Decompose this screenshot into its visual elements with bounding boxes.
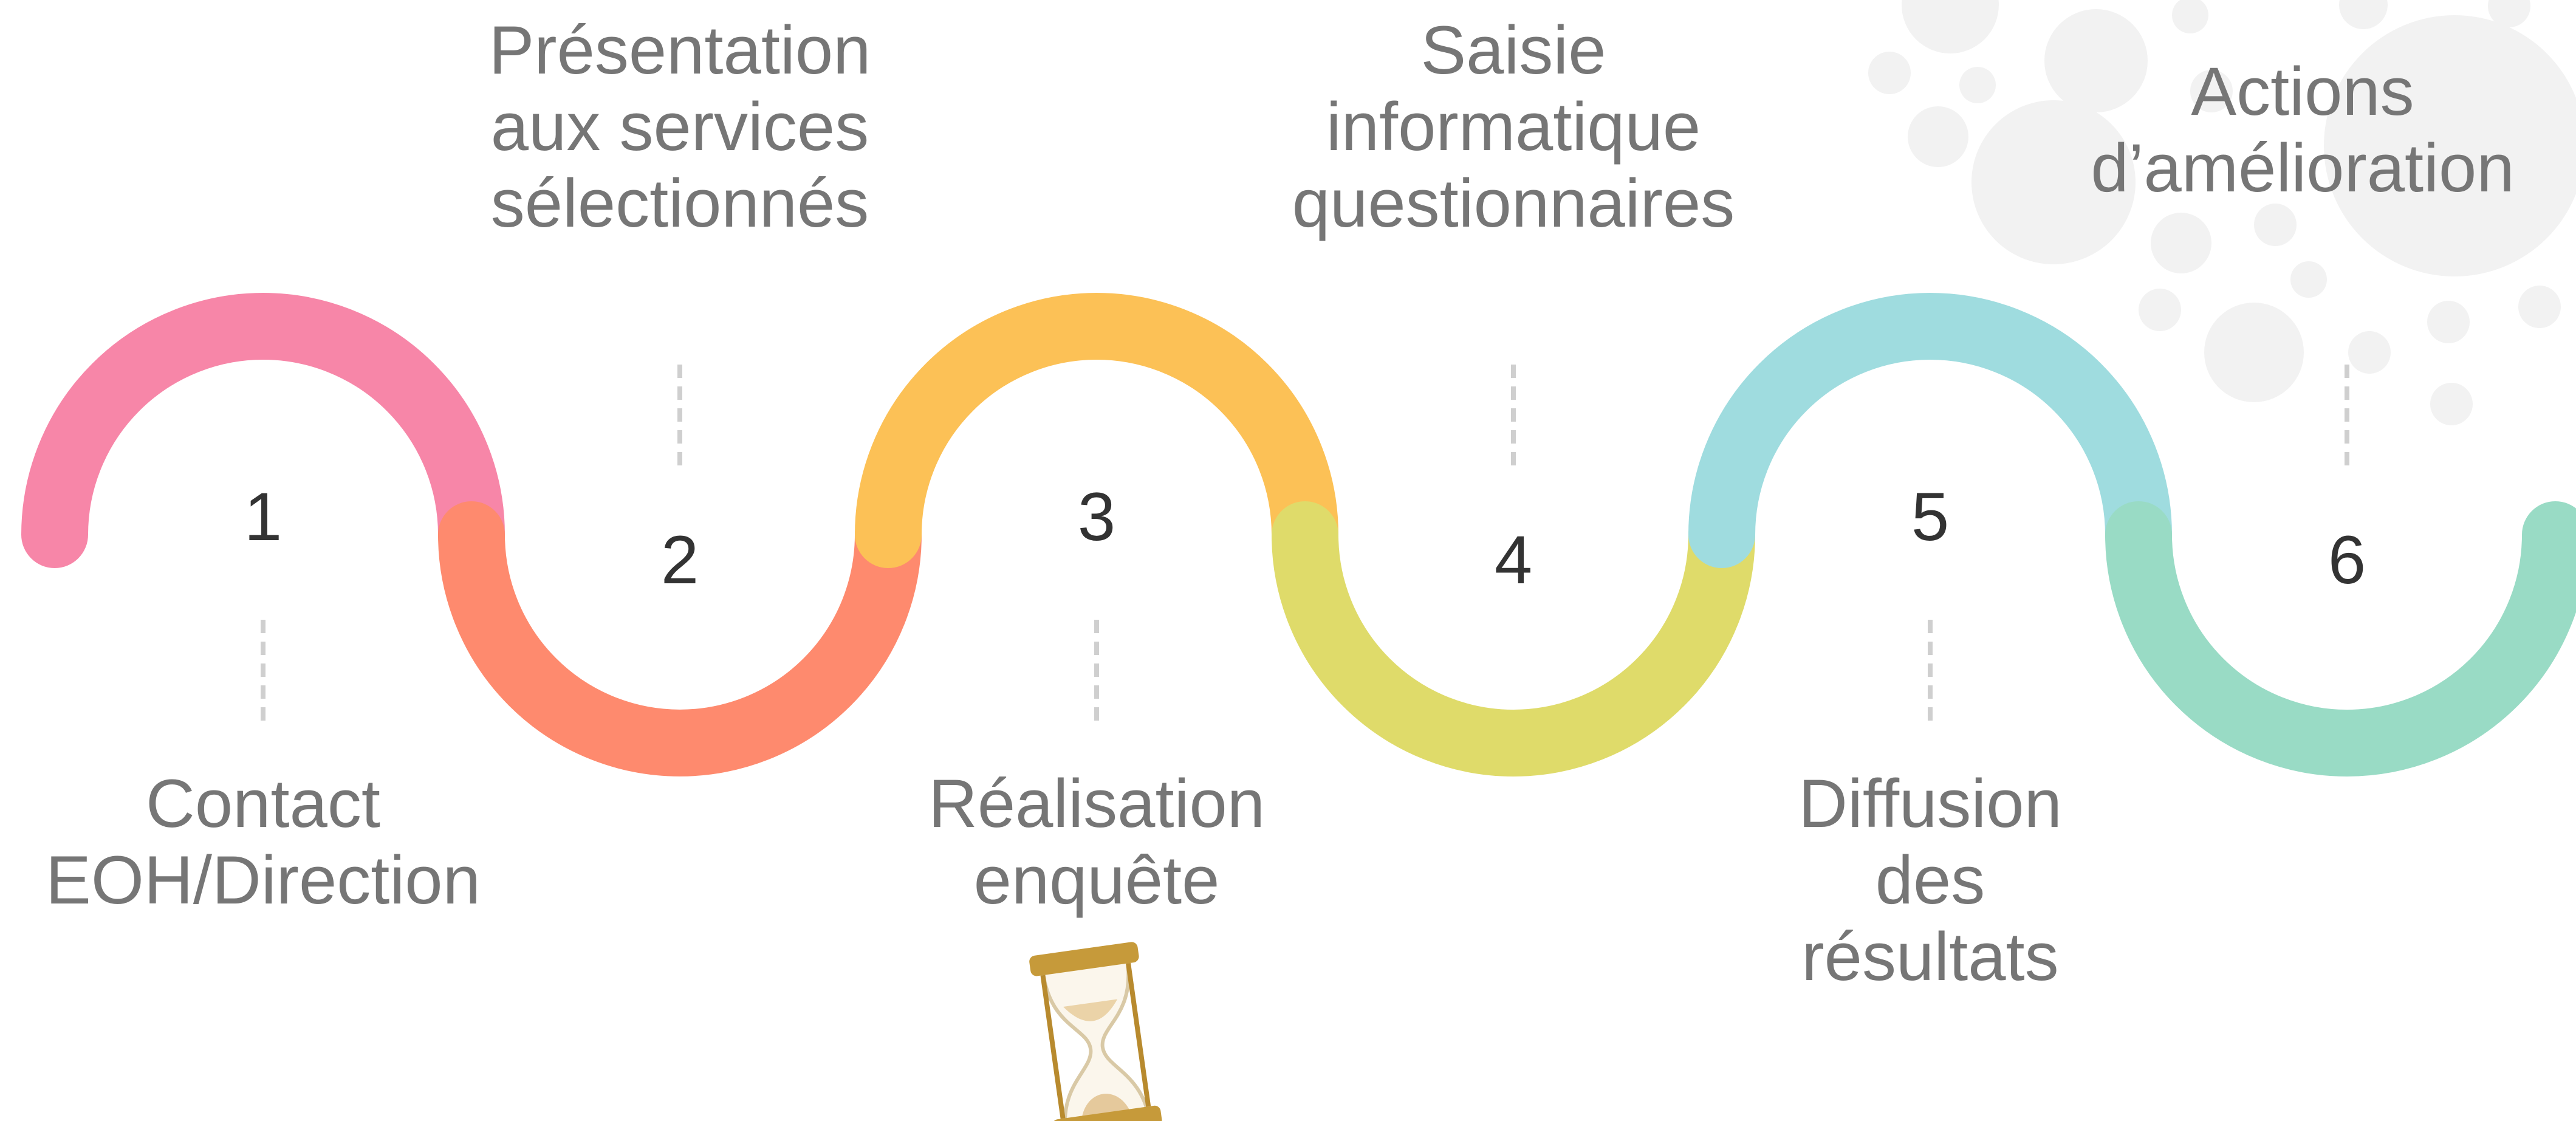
step-5-arc: [1688, 293, 2172, 568]
step-5-label-line: résultats: [1801, 919, 2059, 995]
step-6-number: 6: [2328, 522, 2366, 598]
step-1-label-line: EOH/Direction: [46, 842, 481, 918]
step-4-label-line: informatique: [1326, 89, 1701, 165]
step-4-arc: [1272, 501, 1755, 776]
step-4-label-line: Saisie: [1420, 12, 1606, 88]
step-3-label-line: Réalisation: [928, 766, 1266, 842]
step-6-arc: [2105, 501, 2576, 776]
step-5-number: 5: [1911, 479, 1950, 555]
step-3-number: 3: [1077, 479, 1116, 555]
step-6-label-line: Actions: [2191, 53, 2414, 129]
step-5-label-line: des: [1875, 842, 1985, 918]
step-1-number: 1: [244, 479, 283, 555]
step-2-label-line: Présentation: [488, 12, 871, 88]
step-4-number: 4: [1494, 522, 1533, 598]
step-1-arc: [21, 293, 505, 568]
connectors: [261, 365, 2349, 729]
step-2-arc: [438, 501, 922, 776]
hourglass-icon: [1029, 942, 1162, 1121]
step-2-number: 2: [660, 522, 699, 598]
step-1-label-line: Contact: [146, 766, 380, 842]
step-4-label-line: questionnaires: [1292, 165, 1735, 241]
wave-path: [21, 293, 2576, 776]
step-3-label-line: enquête: [973, 842, 1220, 918]
step-6-label-line: d’amélioration: [2091, 130, 2515, 206]
step-5-label-line: Diffusion: [1798, 766, 2062, 842]
step-3-arc: [855, 293, 1338, 568]
decorative-bubbles: [1868, 0, 2576, 425]
step-2-label-line: sélectionnés: [490, 165, 869, 241]
step-2-label-line: aux services: [490, 89, 869, 165]
